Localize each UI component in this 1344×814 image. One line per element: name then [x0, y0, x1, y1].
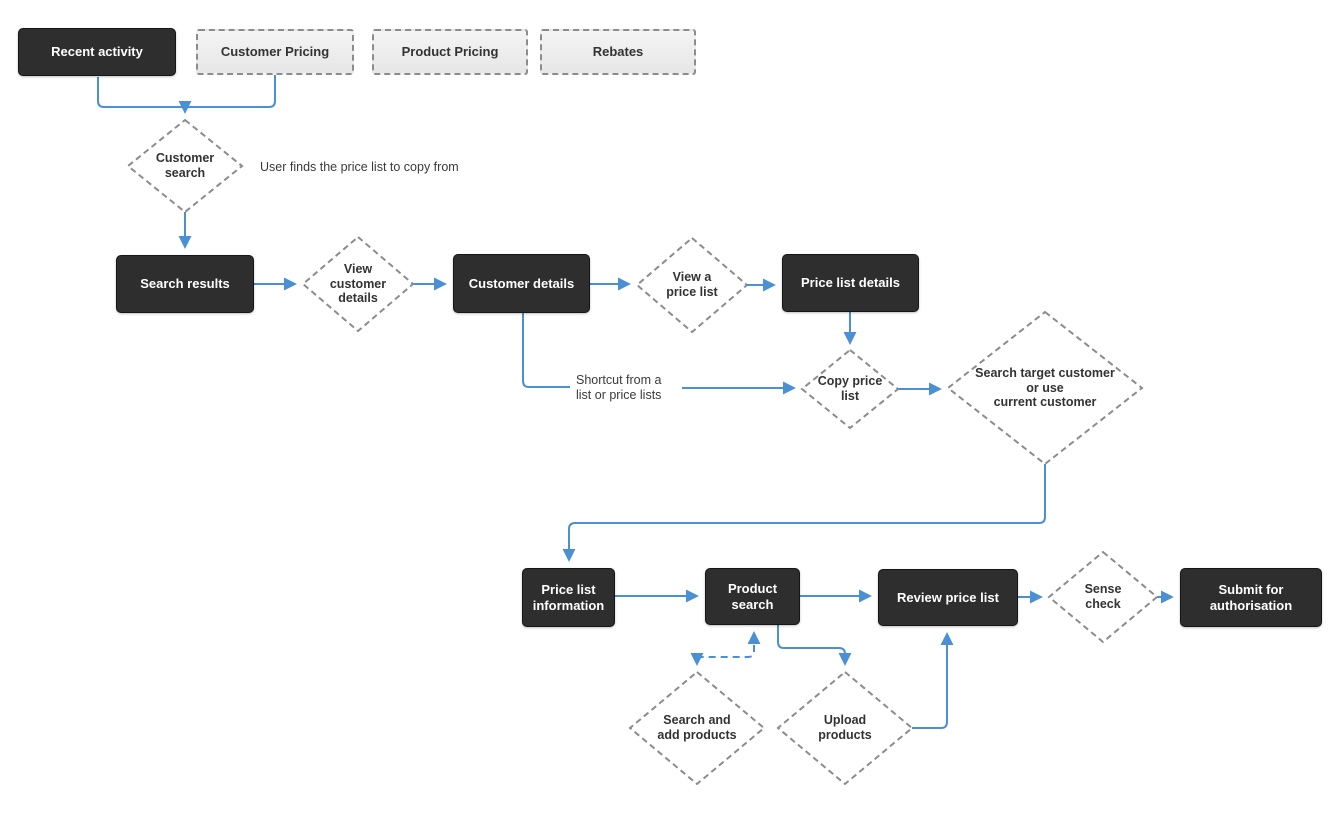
node-search-results: Search results: [116, 255, 254, 313]
decision-copy-price-list: [800, 348, 900, 430]
node-product-search: Product search: [705, 568, 800, 625]
connector-product-search-search-and-add-products: [690, 631, 761, 666]
annotation-find-price-list: User finds the price list to copy from: [260, 160, 459, 174]
node-rebates: Rebates: [540, 29, 696, 75]
decision-customer-search: [126, 118, 244, 214]
node-price-list-details: Price list details: [782, 254, 919, 312]
decision-sense-check: [1047, 550, 1159, 644]
annotation-shortcut: Shortcut from a list or price lists: [576, 373, 662, 403]
connector-customer-details-shortcut-stub: [522, 313, 570, 388]
node-price-list-information: Price list information: [522, 568, 615, 627]
node-customer-details: Customer details: [453, 254, 590, 313]
node-recent-activity: Recent activity: [18, 28, 176, 76]
connector-product-search-to-upload-products: [777, 625, 852, 666]
node-review-price-list: Review price list: [878, 569, 1018, 626]
decision-view-customer-details: [301, 235, 415, 333]
node-customer-pricing: Customer Pricing: [196, 29, 354, 75]
node-submit-for-authorisation: Submit for authorisation: [1180, 568, 1322, 627]
connector-search-target-to-price-list-information: [562, 464, 1046, 562]
decision-upload-products: [776, 670, 914, 786]
decision-view-a-price-list: [635, 236, 749, 334]
connector-recent-activity-merge: [97, 77, 185, 108]
node-product-pricing: Product Pricing: [372, 29, 528, 75]
connector-customer-pricing-merge: [185, 75, 276, 108]
decision-search-and-add-products: [628, 670, 766, 786]
connector-upload-products-to-review-price-list: [912, 632, 954, 729]
decision-search-target-customer: [946, 310, 1144, 466]
